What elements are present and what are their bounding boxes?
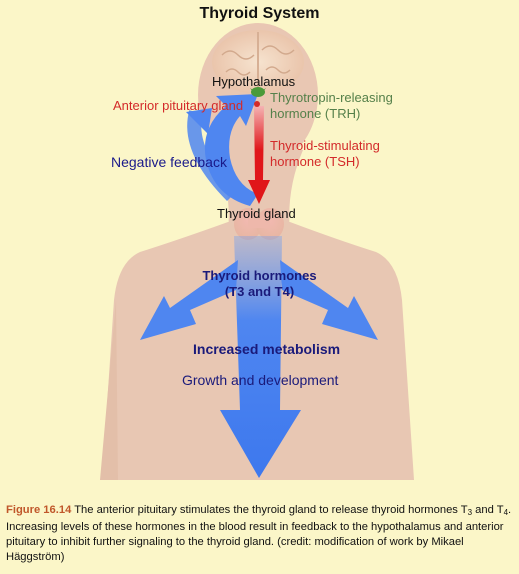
label-tsh: Thyroid-stimulating hormone (TSH) (270, 138, 380, 170)
tsh-arrow (248, 106, 270, 204)
caption-sub-4: 4 (503, 508, 509, 517)
brain-illustration (212, 30, 304, 94)
label-trh-line2: hormone (TRH) (270, 106, 361, 121)
label-trh: Thyrotropin-releasing hormone (TRH) (270, 90, 393, 122)
hormone-flow-arrows (140, 236, 378, 478)
negative-feedback-arrow (186, 94, 258, 206)
label-increased-metabolism: Increased metabolism (193, 341, 341, 357)
label-growth-development: Growth and development (182, 372, 339, 388)
figure-caption: Figure 16.14 The anterior pituitary stim… (6, 503, 514, 565)
label-negative-feedback: Negative feedback (111, 154, 227, 170)
thyroid-system-figure: Thyroid System Hypothalamus Anterior pit… (0, 5, 519, 480)
label-thyroid-hormones: Thyroid hormones (T3 and T4) (0, 268, 519, 300)
label-tsh-line2: hormone (TSH) (270, 154, 360, 169)
caption-text-a: The anterior pituitary stimulates the th… (71, 504, 468, 516)
label-thyroid-hormones-line1: Thyroid hormones (202, 268, 317, 283)
anterior-pituitary-dot (254, 101, 260, 107)
label-thyroid-gland: Thyroid gland (217, 206, 296, 221)
label-thyroid-hormones-line2: (T3 and T4) (224, 284, 295, 299)
figure-number: Figure 16.14 (6, 504, 72, 516)
label-hypothalamus: Hypothalamus (212, 74, 296, 89)
thyroid-gland-illustration (234, 208, 284, 240)
caption-sub-3: 3 (467, 508, 473, 517)
caption-text-b: and T (472, 504, 504, 516)
label-tsh-line1: Thyroid-stimulating (270, 138, 380, 153)
label-trh-line1: Thyrotropin-releasing (270, 90, 393, 105)
label-anterior-pituitary: Anterior pituitary gland (113, 98, 244, 113)
caption-text-c: . Increasing levels of these hormones in… (6, 504, 512, 563)
hypothalamus-marker (250, 87, 266, 97)
diagram-canvas (100, 23, 414, 480)
diagram-title: Thyroid System (199, 5, 320, 22)
